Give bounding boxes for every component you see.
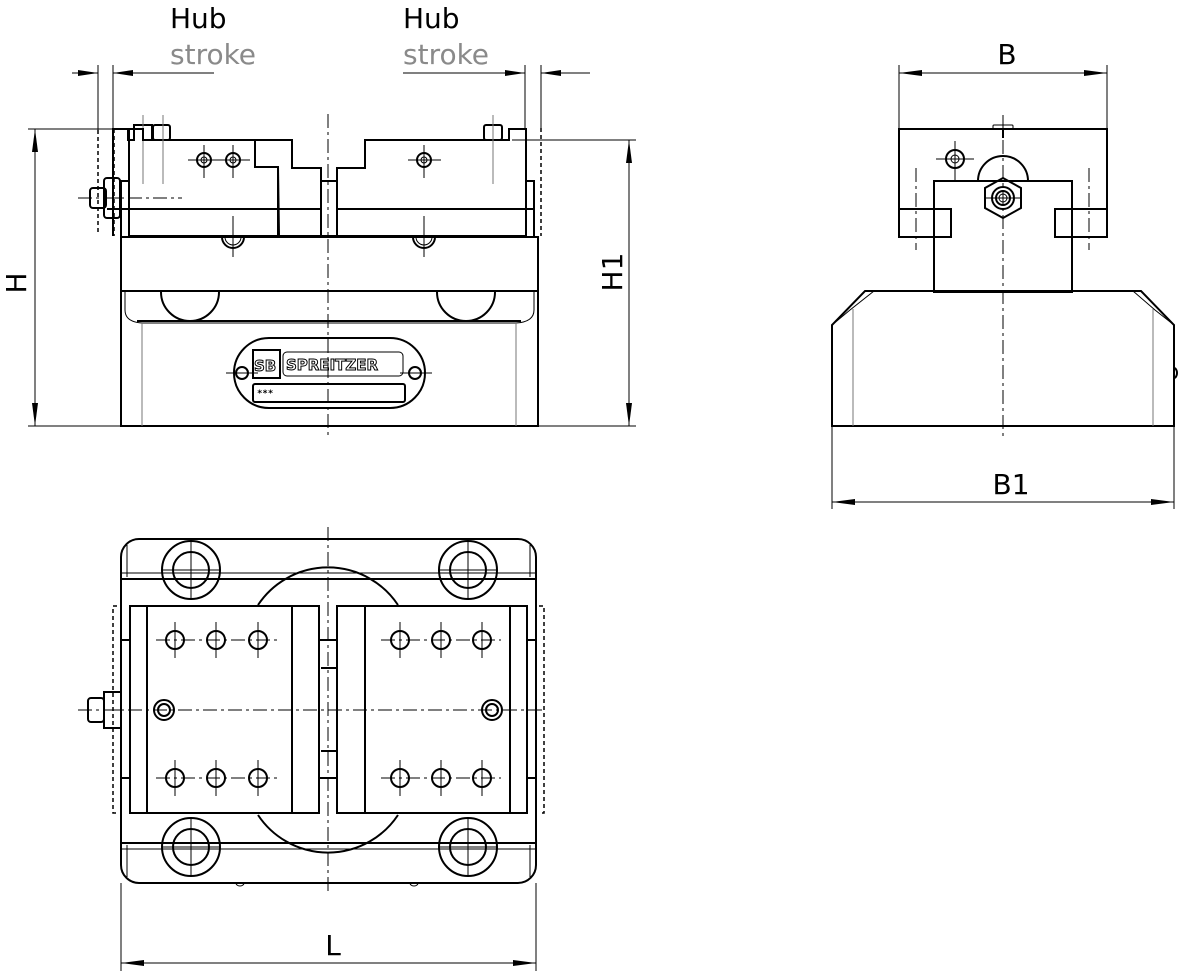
hub-label-right: Hub	[403, 2, 460, 35]
width-1-label: B1	[992, 468, 1029, 501]
stroke-dimension-left	[72, 65, 214, 130]
height-dimension: H	[0, 128, 120, 427]
left-jaw	[107, 115, 322, 237]
stroke-label-right: stroke	[403, 38, 489, 71]
side-view: B	[831, 38, 1178, 509]
left-bolt	[78, 177, 182, 238]
stroke-label-left: stroke	[170, 38, 256, 71]
base-lower	[120, 291, 539, 427]
right-jaw-body	[336, 115, 535, 238]
height-1-label: H1	[596, 253, 629, 292]
stroke-limit-top-right	[539, 605, 545, 814]
height-label: H	[0, 272, 33, 293]
side-base	[831, 290, 1178, 427]
width-dimension: B	[898, 38, 1108, 130]
nameplate-logo: SB	[254, 357, 276, 375]
nameplate: SB SPREITZER ***	[226, 337, 432, 409]
width-1-dimension: B1	[831, 426, 1175, 509]
length-dimension: L	[120, 883, 537, 971]
mounting-holes	[161, 540, 498, 877]
hub-label-left: Hub	[170, 2, 227, 35]
front-view: Hub stroke Hub stroke	[0, 2, 636, 436]
rotary-disc-top	[257, 566, 399, 606]
stroke-dimension-right	[403, 65, 590, 130]
spindle-block	[320, 180, 338, 237]
width-label: B	[997, 38, 1016, 71]
length-label: L	[325, 929, 341, 962]
nameplate-brand: SPREITZER	[286, 356, 379, 374]
top-view: L	[78, 527, 545, 971]
nameplate-serial: ***	[257, 389, 273, 399]
height-1-dimension: H1	[512, 139, 636, 427]
base-upper	[120, 216, 539, 292]
